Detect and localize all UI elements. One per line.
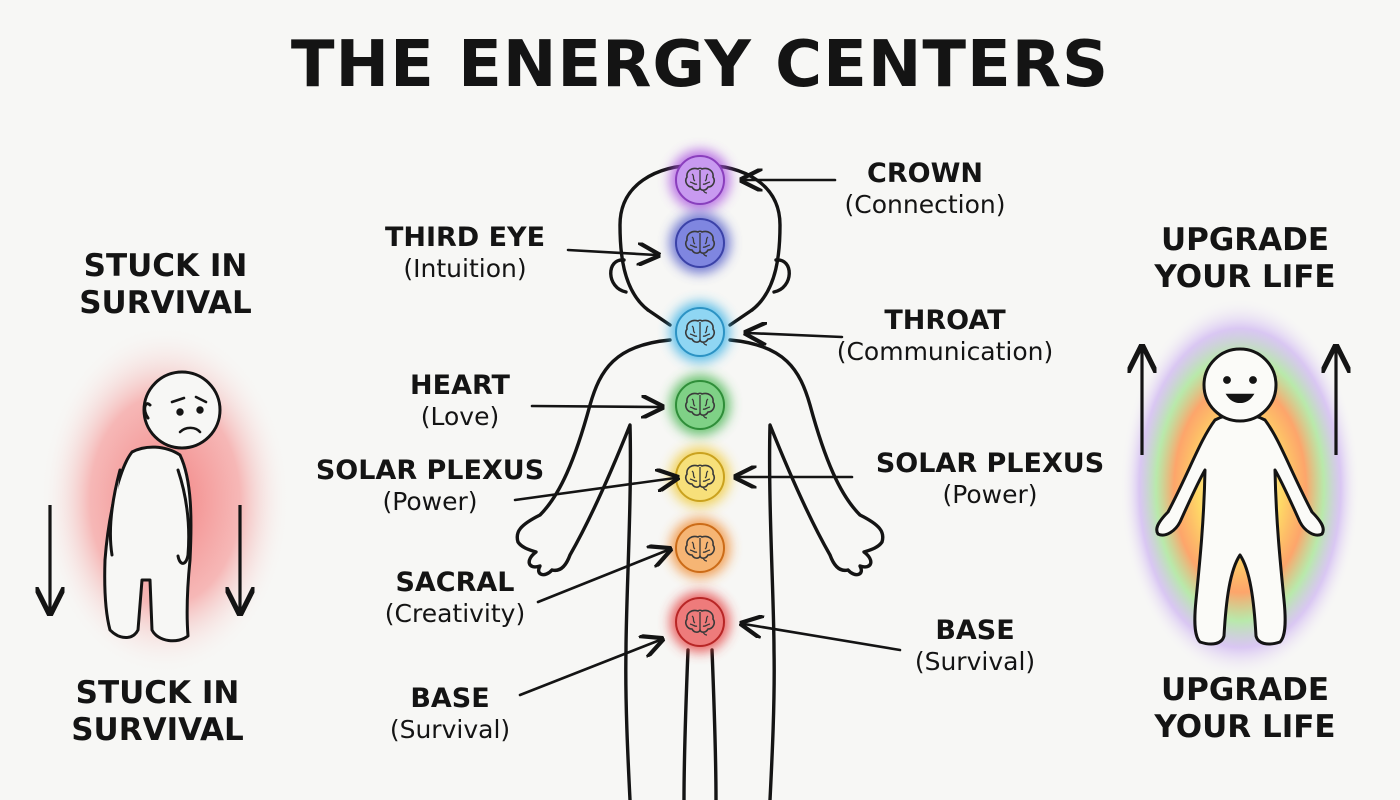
chakra-orb-solar-plexus <box>670 447 730 507</box>
inner-leg-right <box>710 648 718 800</box>
label-crown: CROWN (Connection) <box>815 158 1035 219</box>
label-base-right: BASE (Survival) <box>885 615 1065 676</box>
label-desc: (Power) <box>382 486 478 516</box>
label-sacral: SACRAL (Creativity) <box>350 567 560 628</box>
label-desc: (Intuition) <box>403 253 527 283</box>
arrow-base-right <box>744 624 902 652</box>
chakra-orb-crown <box>670 150 730 210</box>
label-desc: (Love) <box>420 401 500 431</box>
arrow-sacral <box>536 550 668 604</box>
right-caption-bottom: UPGRADE YOUR LIFE <box>1154 672 1336 746</box>
label-throat: THROAT (Communication) <box>805 305 1085 366</box>
label-name: BASE <box>410 683 490 714</box>
label-third-eye: THIRD EYE (Intuition) <box>350 222 580 283</box>
chakra-orb-throat <box>670 302 730 362</box>
label-solar-plexus-right: SOLAR PLEXUS (Power) <box>850 448 1130 509</box>
label-name: BASE <box>935 615 1015 646</box>
chakra-orb-heart <box>670 375 730 435</box>
inner-leg-left <box>682 648 690 800</box>
label-name: SOLAR PLEXUS <box>875 448 1105 479</box>
page-title: THE ENERGY CENTERS <box>290 28 1110 102</box>
left-caption-bottom: STUCK IN SURVIVAL <box>71 675 244 749</box>
arrow-third-eye <box>566 250 656 255</box>
arrow-heart <box>530 406 660 407</box>
label-desc: (Survival) <box>914 646 1036 676</box>
happy-person-figure <box>1155 347 1325 646</box>
sad-person-figure <box>103 370 222 643</box>
left-caption-top: STUCK IN SURVIVAL <box>79 248 252 322</box>
ear-right <box>772 258 791 294</box>
arrow-base-left <box>518 640 660 697</box>
chakra-orb-base <box>670 592 730 652</box>
upgraded-figure-group <box>1120 298 1360 678</box>
chakra-orb-third-eye <box>670 213 730 273</box>
ear-left <box>609 258 628 294</box>
label-name: HEART <box>410 370 510 401</box>
neck-left <box>646 308 672 327</box>
arrow-solar-plexus-left <box>513 478 675 502</box>
label-name: THROAT <box>884 305 1006 336</box>
right-caption-top: UPGRADE YOUR LIFE <box>1154 222 1336 296</box>
label-name: SOLAR PLEXUS <box>315 455 545 486</box>
torso-left <box>515 338 672 800</box>
label-desc: (Communication) <box>836 336 1054 366</box>
label-base-left: BASE (Survival) <box>360 683 540 744</box>
label-desc: (Creativity) <box>384 598 526 628</box>
happy-face <box>1223 376 1257 404</box>
stuck-figure-group <box>40 325 290 675</box>
neck-right <box>728 308 754 327</box>
label-name: THIRD EYE <box>384 222 546 253</box>
label-name: CROWN <box>867 158 983 189</box>
label-solar-plexus-left: SOLAR PLEXUS (Power) <box>295 455 565 516</box>
label-heart: HEART (Love) <box>360 370 560 431</box>
label-desc: (Connection) <box>844 189 1006 219</box>
sad-face <box>170 395 208 434</box>
label-desc: (Survival) <box>389 714 511 744</box>
arrow-throat <box>748 333 844 337</box>
chakra-orb-sacral <box>670 518 730 578</box>
label-name: SACRAL <box>395 567 515 598</box>
torso-right <box>728 338 885 800</box>
label-desc: (Power) <box>942 479 1038 509</box>
